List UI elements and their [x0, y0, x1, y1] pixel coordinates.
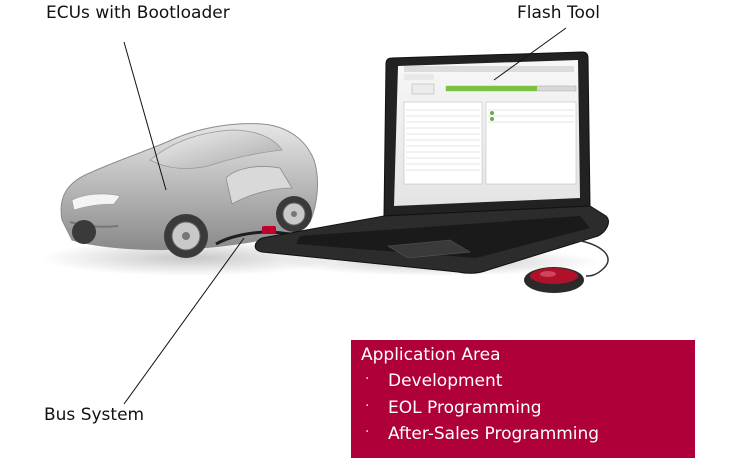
ecus-label: ECUs with Bootloader	[46, 3, 230, 23]
list-item-label: After-Sales Programming	[388, 424, 600, 444]
bus-interface	[262, 226, 276, 234]
bullet-icon: ·	[365, 397, 370, 414]
flash-tool-label: Flash Tool	[517, 3, 600, 23]
list-item-label: EOL Programming	[388, 397, 542, 418]
list-item: · Development	[351, 371, 695, 398]
bullet-icon: ·	[365, 424, 370, 440]
list-item-label: Development	[388, 371, 503, 391]
ecus-callout-line	[123, 41, 167, 191]
bullet-icon: ·	[365, 371, 370, 387]
car	[60, 123, 318, 258]
flash-tool-callout-line	[493, 27, 567, 81]
bus-system-callout-line	[123, 237, 245, 405]
list-item: · EOL Programming	[351, 398, 695, 425]
mouse	[524, 239, 609, 293]
application-area-list: · Development · EOL Programming · After-…	[351, 371, 695, 451]
left-front-wheel	[72, 220, 96, 244]
application-area-box: Application Area · Development · EOL Pro…	[351, 340, 695, 458]
list-item: · After-Sales Programming	[351, 424, 695, 451]
progress-fill	[446, 86, 537, 91]
mouse-cable	[575, 239, 609, 277]
bus-system-label: Bus System	[44, 405, 145, 425]
flash-tool-screen	[403, 66, 577, 185]
application-area-title: Application Area	[361, 345, 501, 365]
